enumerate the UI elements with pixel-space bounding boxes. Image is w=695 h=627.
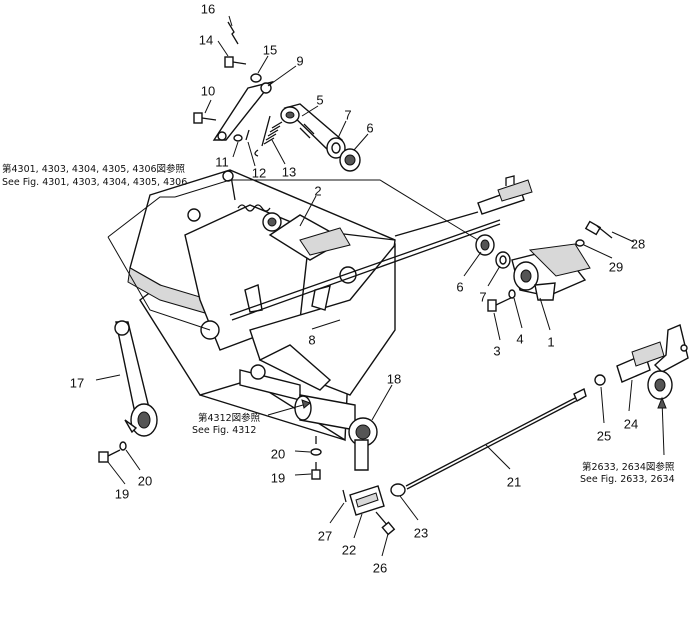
lever-17 [114,320,158,437]
reference-line-jp: 第2633, 2634図参照 [582,461,675,473]
reference-line-jp: 第4312図参照 [198,412,261,424]
callout-number: 6 [456,279,463,294]
callout-number: 3 [493,343,500,358]
callout-number: 28 [631,236,645,251]
pedal-1 [511,243,591,301]
reference-line-en: See Fig. 2633, 2634 [580,474,675,485]
reference-line-jp: 第4301, 4303, 4304, 4305, 4306図参照 [2,163,186,175]
rod-end-24 [594,324,689,400]
callout-number: 27 [318,528,332,543]
callout-number: 17 [70,375,84,390]
bolt-19-center [310,436,322,480]
callout-number: 1 [547,334,554,349]
callout-number: 16 [201,1,215,16]
clevis-22 [342,485,396,536]
callout-number: 11 [215,154,229,169]
callout-number: 25 [597,428,611,443]
reference-line-en: See Fig. 4312 [192,425,256,436]
bushings-right [475,234,511,269]
bolt-3 [487,289,516,312]
callout-number: 18 [387,371,401,386]
callout-number: 26 [373,560,387,575]
callout-number: 14 [199,32,213,47]
bolt-28 [575,220,613,247]
callout-number: 15 [263,42,277,57]
reference-note-4301: 第4301, 4303, 4304, 4305, 4306図参照 See Fig… [2,163,187,188]
callout-number: 20 [138,473,152,488]
callout-number: 20 [271,446,285,461]
callout-number: 12 [252,165,266,180]
reference-note-4312: 第4312図参照 See Fig. 4312 [192,412,261,436]
reference-note-2633: 第2633, 2634図参照 See Fig. 2633, 2634 [580,461,675,485]
callout-number: 6 [366,120,373,135]
callout-number: 22 [342,542,356,557]
callout-number: 2 [314,183,321,198]
callout-number: 13 [282,164,296,179]
lever-18 [348,417,378,471]
bolt-19-left [98,441,127,463]
callout-number: 7 [479,289,486,304]
callout-number: 19 [115,486,129,501]
callout-number: 4 [516,331,523,346]
main-frame [127,169,396,442]
callout-number: 10 [201,83,215,98]
cross-shaft [229,219,501,321]
callout-number: 9 [296,53,303,68]
reference-line-en: See Fig. 4301, 4303, 4304, 4305, 4306 [2,177,187,188]
callout-number: 5 [316,92,323,107]
leader-lines [95,15,667,557]
callout-number: 21 [507,474,521,489]
callout-number: 23 [414,525,428,540]
upper-parts [193,21,361,172]
callout-number: 7 [344,107,351,122]
rod-21 [390,387,587,497]
callout-number: 29 [609,259,623,274]
callout-number: 19 [271,470,285,485]
callout-number: 24 [624,416,638,431]
pedal-rod-upper [394,175,533,237]
callout-number: 8 [308,332,315,347]
